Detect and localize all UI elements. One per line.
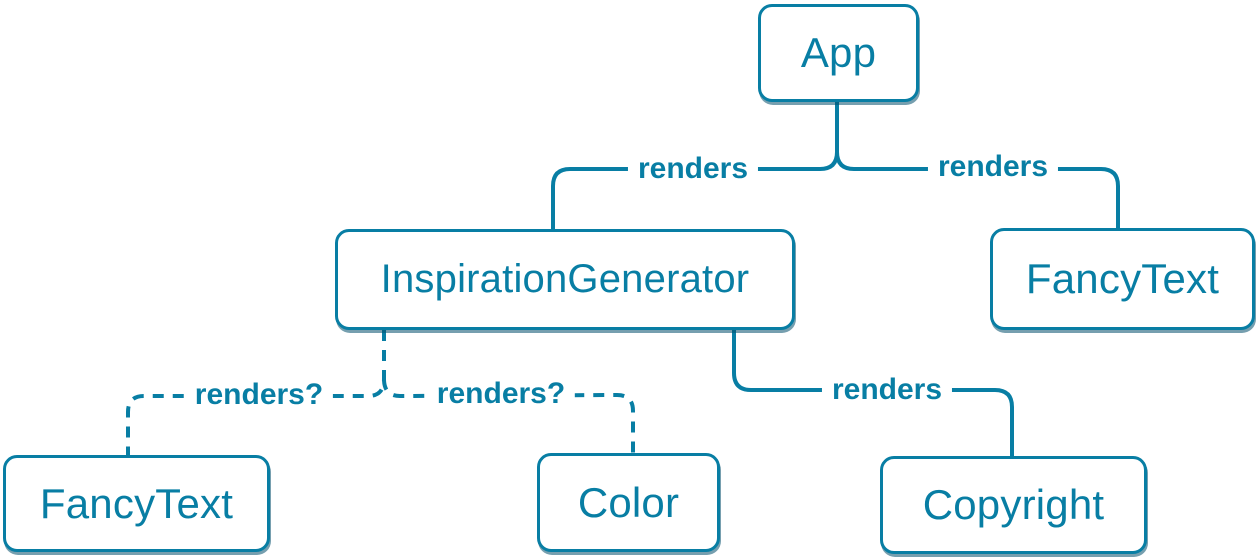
node-inspiration-generator-label: InspirationGenerator: [380, 257, 750, 301]
edge-label-renders-left: renders: [627, 151, 759, 187]
node-fancy-text-top: FancyText: [990, 228, 1255, 330]
node-copyright-label: Copyright: [922, 481, 1105, 528]
node-fancy-text-bottom-label: FancyText: [39, 479, 234, 527]
edge-label-renders-maybe-left: renders?: [184, 377, 334, 413]
node-app-label: App: [800, 29, 877, 76]
edge-label-renders-maybe-right: renders?: [426, 376, 576, 412]
node-fancy-text-bottom: FancyText: [3, 455, 270, 552]
node-fancy-text-top-label: FancyText: [1025, 255, 1220, 302]
node-app: App: [758, 4, 919, 102]
edge-label-renders-bottom: renders: [821, 372, 953, 408]
node-copyright: Copyright: [880, 456, 1147, 554]
edge-label-renders-right: renders: [927, 149, 1059, 185]
node-color-label: Color: [577, 478, 680, 526]
node-color: Color: [537, 453, 720, 552]
node-inspiration-generator: InspirationGenerator: [335, 229, 795, 330]
edge-inspirationgenerator-to-color: [382, 378, 635, 453]
